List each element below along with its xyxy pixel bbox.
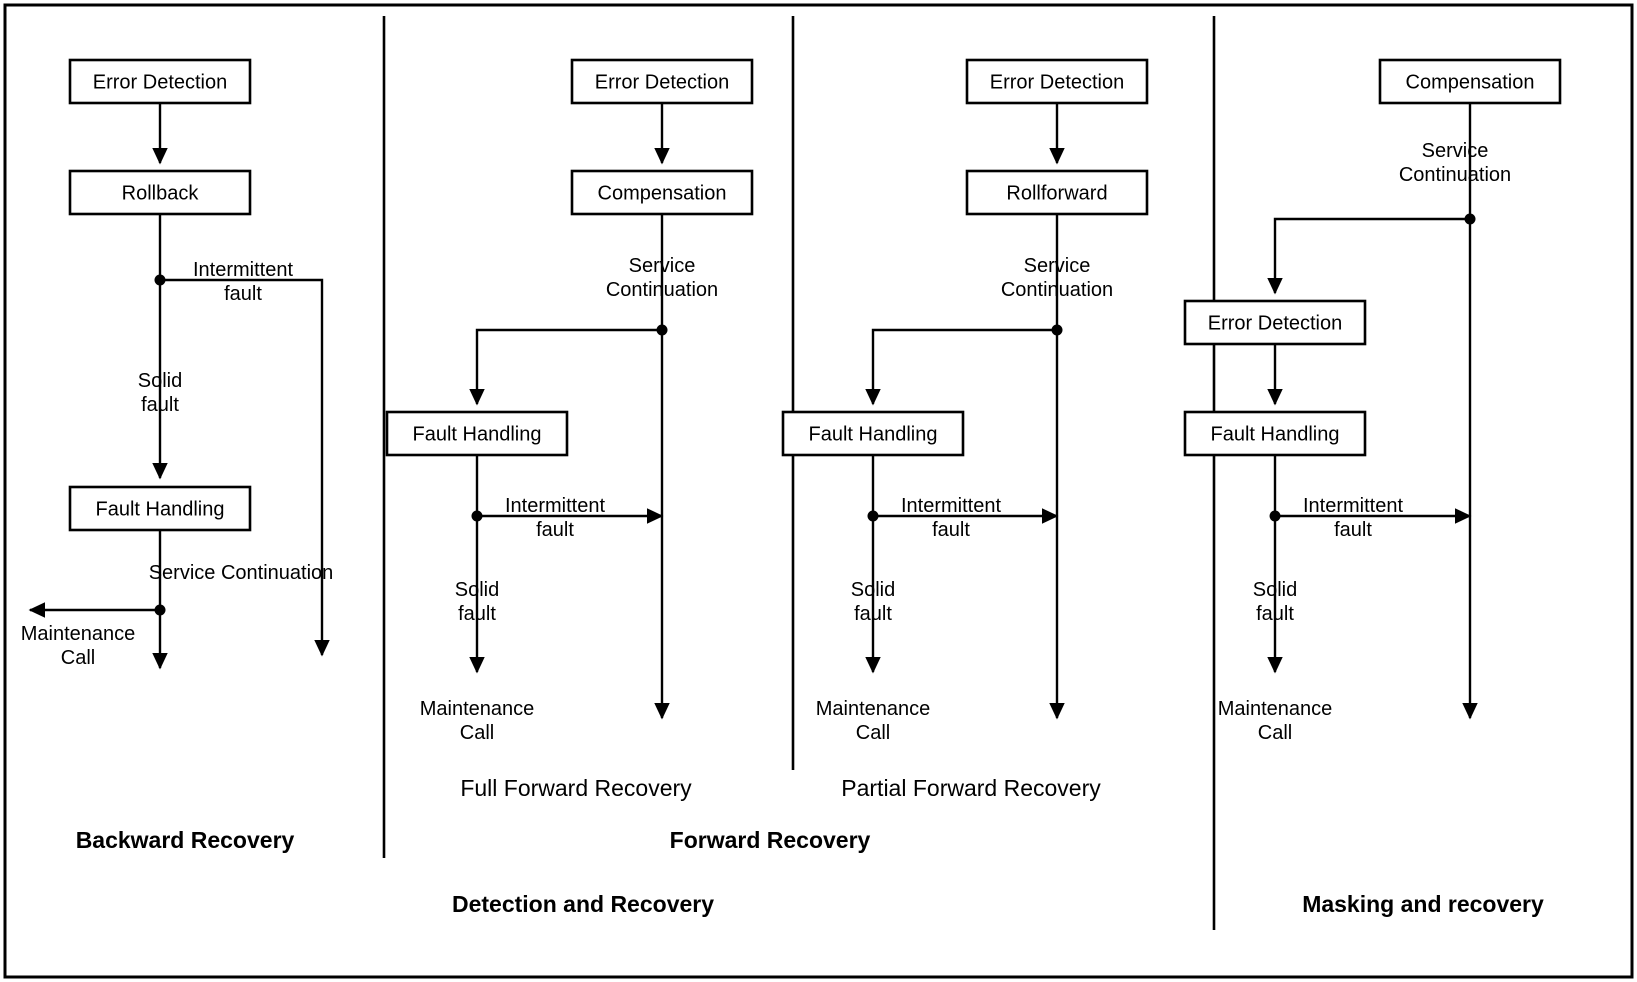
term-label-maintenance-p2: Maintenance [420,698,535,720]
node-error-detection-p2-label: Error Detection [595,71,730,93]
diagram-frame [3,3,1634,979]
panel-full-forward-recovery: Error Detection Compensation Service Con… [385,58,754,801]
edge-label-continuation-p3: Continuation [1001,279,1113,301]
panel-partial-forward-recovery: Error Detection Rollforward Service Cont… [781,58,1149,801]
caption-backward-recovery: Backward Recovery [76,827,295,853]
panel-backward-recovery: Error Detection Rollback Intermittent fa… [21,58,334,853]
edge-label-solidfault-p4: fault [1256,603,1294,625]
term-label-call-p2: Call [460,722,494,744]
edge-label-intermittent-p2: Intermittent [505,495,605,517]
caption-full-forward-recovery: Full Forward Recovery [460,775,692,801]
node-fault-handling-p3-label: Fault Handling [809,423,938,445]
node-rollforward-p3[interactable] [965,169,1149,216]
edge-intermittent-p1 [160,278,330,657]
edge-label-solidfault-p2: fault [458,603,496,625]
edge-label-intermittentfault-p2: fault [536,519,574,541]
term-label-maintenance-p4: Maintenance [1218,698,1333,720]
edge-label-solidfault-p3: fault [854,603,892,625]
node-error-detection-p3-label: Error Detection [990,71,1125,93]
edge-label-fault-p1: fault [224,283,262,305]
edge-label-solidfault-p1: fault [141,394,179,416]
node-error-detection-p4-label: Error Detection [1208,312,1343,334]
edge-label-service-p4: Service [1422,140,1489,162]
edge-label-intermittent-p4: Intermittent [1303,495,1403,517]
node-error-detection-p3[interactable] [965,58,1149,105]
node-rollback-p1-label: Rollback [122,182,200,204]
node-compensation-p2[interactable] [570,169,754,216]
node-error-detection-p4[interactable] [1183,299,1367,346]
edge-label-solid-p1: Solid [138,370,182,392]
edge-label-service-p2: Service [629,255,696,277]
term-label-call-p3: Call [856,722,890,744]
term-label-maintenance-p1: Maintenance [21,623,136,645]
node-compensation-p4-label: Compensation [1406,71,1535,93]
node-fault-handling-p3[interactable] [781,410,965,457]
node-fault-handling-p2-label: Fault Handling [413,423,542,445]
node-fault-handling-p4[interactable] [1183,410,1367,457]
edge-to-fault-handling-p3 [865,328,1057,406]
edge-label-intermittent-p1: Intermittent [193,259,293,281]
edge-label-solid-p4: Solid [1253,579,1297,601]
term-label-maintenance-p3: Maintenance [816,698,931,720]
caption-detection-and-recovery: Detection and Recovery [452,891,714,917]
node-rollforward-p3-label: Rollforward [1006,182,1107,204]
node-fault-handling-p1-label: Fault Handling [96,498,225,520]
edge-label-intermittentfault-p3: fault [932,519,970,541]
caption-masking-and-recovery: Masking and recovery [1302,891,1544,917]
edge-label-service-p3: Service [1024,255,1091,277]
node-fault-handling-p2[interactable] [385,410,569,457]
caption-partial-forward-recovery: Partial Forward Recovery [841,775,1101,801]
term-label-call-p4: Call [1258,722,1292,744]
edge-label-intermittentfault-p4: fault [1334,519,1372,541]
edge-label-solid-p3: Solid [851,579,895,601]
node-compensation-p4[interactable] [1378,58,1562,105]
node-fault-handling-p4-label: Fault Handling [1211,423,1340,445]
edge-label-solid-p2: Solid [455,579,499,601]
edge-to-error-detection-p4 [1267,217,1470,295]
node-compensation-p2-label: Compensation [598,182,727,204]
caption-forward-recovery: Forward Recovery [670,827,871,853]
term-label-call-p1: Call [61,647,95,669]
node-fault-handling-p1[interactable] [68,485,252,532]
edge-label-continuation-p4: Continuation [1399,164,1511,186]
edge-label-continuation-p2: Continuation [606,279,718,301]
panel-masking-and-recovery: Compensation Service Continuation Error … [1183,58,1562,917]
edge-to-fault-handling-p2 [469,328,662,406]
edge-label-intermittent-p3: Intermittent [901,495,1001,517]
edge-label-service-continuation-p1: Service Continuation [149,562,334,584]
node-error-detection-p1-label: Error Detection [93,71,228,93]
